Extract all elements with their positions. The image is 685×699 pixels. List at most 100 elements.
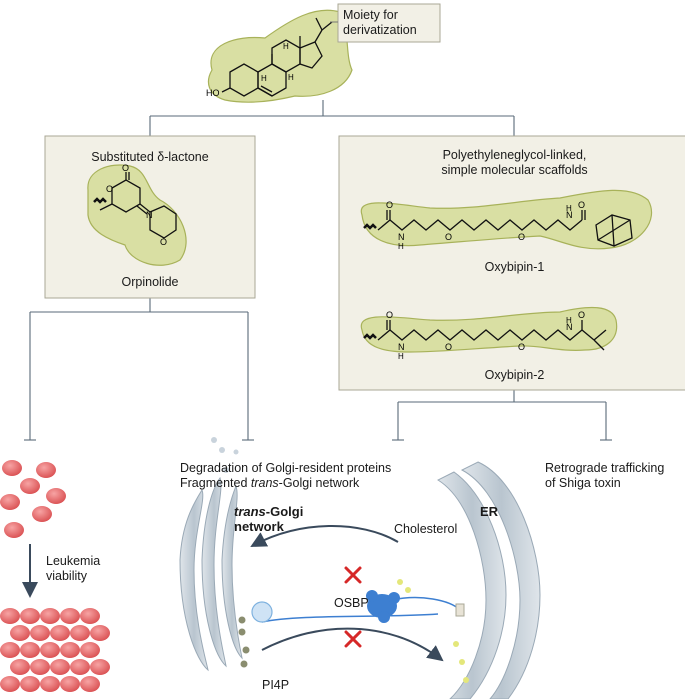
cholesterol-molecules: [397, 579, 469, 683]
peg-box-title-line1: Polyethyleneglycol-linked,: [442, 148, 587, 162]
oxybipin-1-o-ether1: O: [445, 232, 452, 242]
leukemia-label-line1: Leukemia: [46, 554, 101, 568]
leukemia-cell: [90, 625, 110, 641]
inhibition-cross-top: [344, 566, 362, 584]
steroid-h3: H: [288, 73, 294, 82]
transport-arrow-top: [250, 524, 399, 547]
transport-arrow-bottom: [261, 627, 444, 662]
leukemia-cell: [80, 608, 100, 624]
leukemia-cell: [10, 659, 30, 675]
leukemia-cell: [50, 659, 70, 675]
inhibition-cross-bottom: [344, 630, 362, 648]
orpinolide-o1: O: [122, 163, 129, 173]
osbp-label: OSBP: [334, 596, 369, 610]
golgi-outcome-line2: Fragmented trans-Golgi network: [180, 476, 391, 491]
tree-connectors: [24, 100, 612, 441]
moiety-label: Moiety for derivatization: [343, 8, 417, 38]
moiety-label-line2: derivatization: [343, 23, 417, 37]
leukemia-cell: [80, 676, 100, 692]
leukemia-cell: [70, 659, 90, 675]
er-illustration: [436, 461, 541, 699]
orpinolide-o3: O: [160, 237, 167, 247]
tgn-label: trans-Golgi network: [234, 504, 303, 534]
oxybipin-1-o-ether2: O: [518, 232, 525, 242]
leukemia-cell: [40, 608, 60, 624]
shiga-outcome-line2: of Shiga toxin: [545, 476, 621, 490]
oxybipin-1-highlight: [360, 189, 653, 250]
leukemia-cell: [60, 642, 80, 658]
steroid-highlight: [207, 9, 353, 103]
oxybipin-2-o-ether2: O: [518, 342, 525, 352]
leukemia-cell: [20, 608, 40, 624]
shiga-outcome: Retrograde trafficking of Shiga toxin: [545, 461, 664, 491]
leukemia-cells-top: [0, 460, 66, 538]
oxybipin-2-n-left: N: [398, 342, 405, 352]
leukemia-label: Leukemia viability: [46, 554, 100, 584]
oxybipin-2-o-ether1: O: [445, 342, 452, 352]
oxybipin-2-o-left: O: [386, 310, 393, 320]
shiga-outcome-line1: Retrograde trafficking: [545, 461, 665, 475]
oxybipin-2-highlight: [360, 306, 618, 353]
golgi-outcome-italic: trans: [250, 476, 279, 490]
leukemia-cell: [70, 625, 90, 641]
leukemia-label-line2: viability: [46, 569, 87, 583]
golgi-outcome-suffix: -Golgi network: [278, 476, 360, 490]
golgi-outcome-prefix: Fragmented: [180, 476, 251, 490]
tgn-label-italic: trans: [234, 504, 266, 519]
lactone-box-title: Substituted δ-lactone: [91, 150, 209, 164]
moiety-label-box: [337, 3, 441, 43]
leukemia-cell: [40, 676, 60, 692]
golgi-illustration: [179, 437, 243, 672]
orpinolide-structure: O O N O: [87, 163, 187, 266]
pi4p-lipids: [238, 616, 250, 668]
oxybipin-2-structure: O N H O O N H O: [360, 306, 618, 361]
osbp-tether: [251, 596, 465, 623]
leukemia-cell: [40, 642, 60, 658]
oxybipin-1-h-left: H: [398, 242, 404, 251]
moiety-label-line1: Moiety for: [343, 8, 398, 22]
orpinolide-o2: O: [106, 184, 113, 194]
leukemia-cell: [0, 642, 20, 658]
tgn-label-suffix: -Golgi: [265, 504, 304, 519]
steroid-h1: H: [283, 42, 289, 51]
tgn-label-line1: trans-Golgi: [234, 504, 303, 519]
pi4p-label: PI4P: [262, 678, 290, 692]
oxybipin-1-structure: O N H O O N H O: [360, 189, 653, 251]
oxybipin-1-name: Oxybipin-1: [484, 260, 545, 274]
oxybipin-2-h-right: H: [566, 316, 572, 325]
peg-box-title: Polyethyleneglycol-linked, simple molecu…: [339, 148, 685, 178]
leukemia-cell: [80, 642, 100, 658]
peg-box-title-line2: simple molecular scaffolds: [441, 163, 588, 177]
steroid-ho: HO: [206, 88, 220, 98]
oxybipin-2-o-right: O: [578, 310, 585, 320]
er-label: ER: [480, 504, 499, 519]
golgi-outcome-line1: Degradation of Golgi-resident proteins: [180, 461, 392, 475]
steroid-structure: HO H H H: [206, 9, 353, 103]
orpinolide-n: N: [146, 210, 153, 220]
orpinolide-name: Orpinolide: [121, 275, 179, 289]
leukemia-cell: [10, 625, 30, 641]
leukemia-cells-bottom: [0, 608, 110, 692]
oxybipin-1-o-left: O: [386, 200, 393, 210]
golgi-outcome: Degradation of Golgi-resident proteins F…: [180, 461, 391, 491]
leukemia-cell: [90, 659, 110, 675]
leukemia-cell: [60, 608, 80, 624]
leukemia-cell: [20, 676, 40, 692]
leukemia-cell: [60, 676, 80, 692]
oxybipin-1-n-left: N: [398, 232, 405, 242]
leukemia-cell: [30, 625, 50, 641]
leukemia-cell: [50, 625, 70, 641]
leukemia-cell: [30, 659, 50, 675]
leukemia-cell: [0, 608, 20, 624]
cholesterol-label: Cholesterol: [394, 522, 458, 536]
oxybipin-2-h-left: H: [398, 352, 404, 361]
tgn-label-line2: network: [234, 519, 284, 534]
oxybipin-1-h-right: H: [566, 204, 572, 213]
oxybipin-1-o-right: O: [578, 200, 585, 210]
leukemia-cell: [20, 642, 40, 658]
oxybipin-1-n-right: N: [566, 210, 573, 220]
leukemia-cell: [0, 676, 20, 692]
oxybipin-2-name: Oxybipin-2: [484, 368, 545, 382]
oxybipin-2-n-right: N: [566, 322, 573, 332]
